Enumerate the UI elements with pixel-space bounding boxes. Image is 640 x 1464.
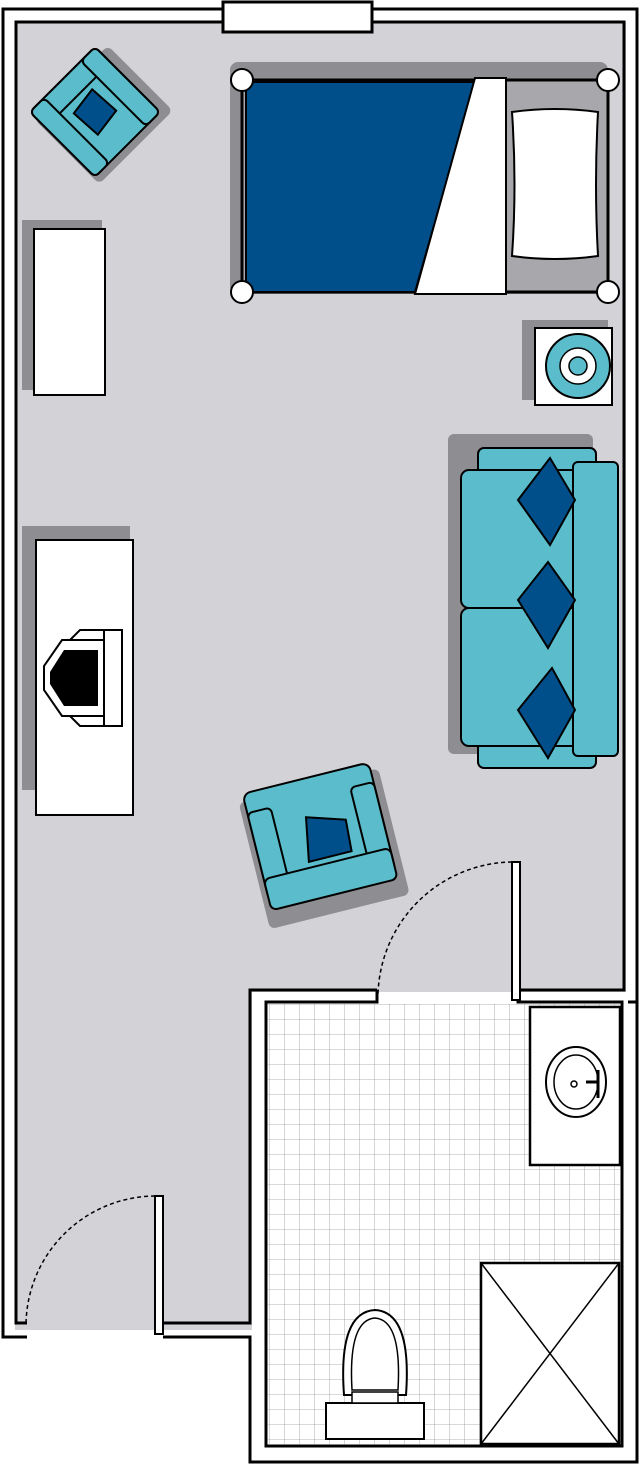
bathroom-door[interactable] [377,861,521,1001]
armchair [239,763,409,928]
toilet [325,1308,425,1440]
armchair [31,48,171,182]
cushion [516,560,577,650]
faucet-icon [586,1070,600,1098]
entry-door[interactable] [25,1195,164,1335]
sink-vanity [528,1005,622,1167]
dresser [22,220,106,396]
cushion [516,666,577,760]
cushion [72,87,118,137]
pillow [510,108,600,260]
desk [22,526,134,816]
shower [479,1261,621,1446]
sofa [448,434,619,769]
cushion [516,456,577,547]
window [221,0,374,34]
bed [230,62,620,304]
television-icon [43,629,123,727]
nightstand [522,320,613,406]
cushion [304,816,353,864]
